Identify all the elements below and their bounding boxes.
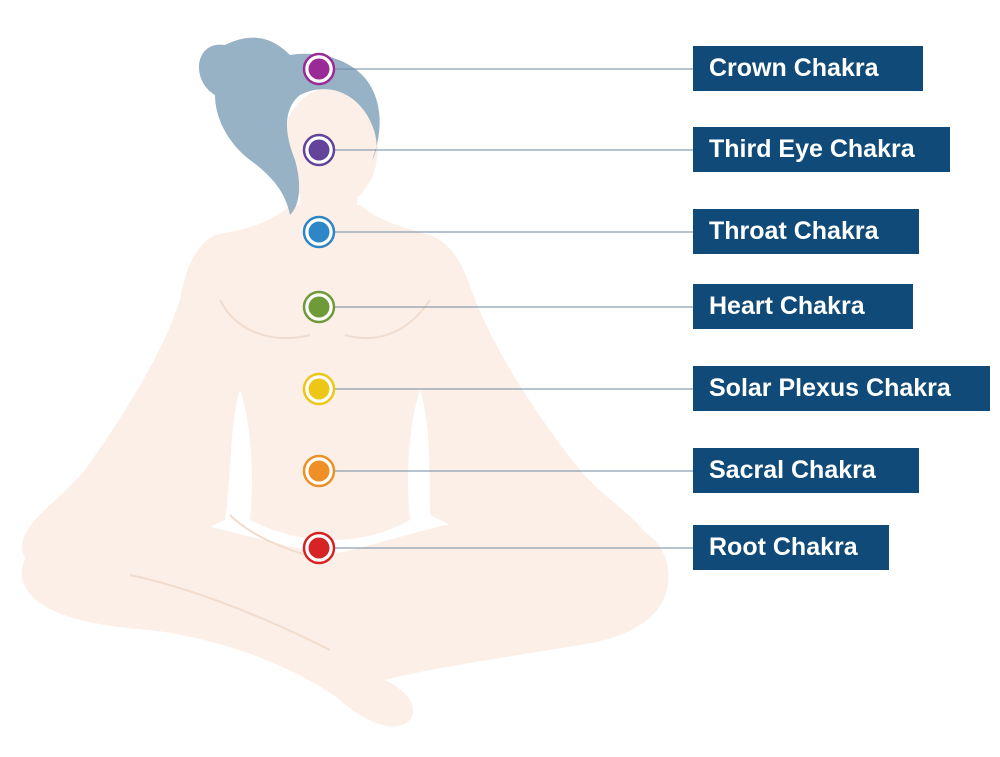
chest-line-left — [219, 299, 311, 340]
solar-plexus-chakra-marker — [308, 378, 330, 400]
heart-chakra-label: Heart Chakra — [693, 284, 913, 329]
throat-chakra-marker — [308, 221, 330, 243]
heart-chakra-marker — [308, 296, 330, 318]
chest-line-right — [344, 299, 431, 340]
sacral-chakra-label: Sacral Chakra — [693, 448, 919, 493]
crown-chakra-marker — [308, 58, 330, 80]
third-eye-chakra-marker — [308, 139, 330, 161]
leg-line — [129, 574, 331, 651]
root-chakra-marker — [308, 537, 330, 559]
sacral-chakra-marker — [308, 460, 330, 482]
root-chakra-label: Root Chakra — [693, 525, 889, 570]
third-eye-chakra-label: Third Eye Chakra — [693, 127, 950, 172]
crossed-legs — [21, 511, 669, 727]
hair — [198, 37, 380, 215]
crown-chakra-label: Crown Chakra — [693, 46, 923, 91]
solar-plexus-chakra-label: Solar Plexus Chakra — [693, 366, 990, 411]
meditating-figure — [21, 37, 669, 727]
throat-chakra-label: Throat Chakra — [693, 209, 919, 254]
chakra-markers — [302, 52, 693, 565]
torso — [21, 205, 651, 581]
